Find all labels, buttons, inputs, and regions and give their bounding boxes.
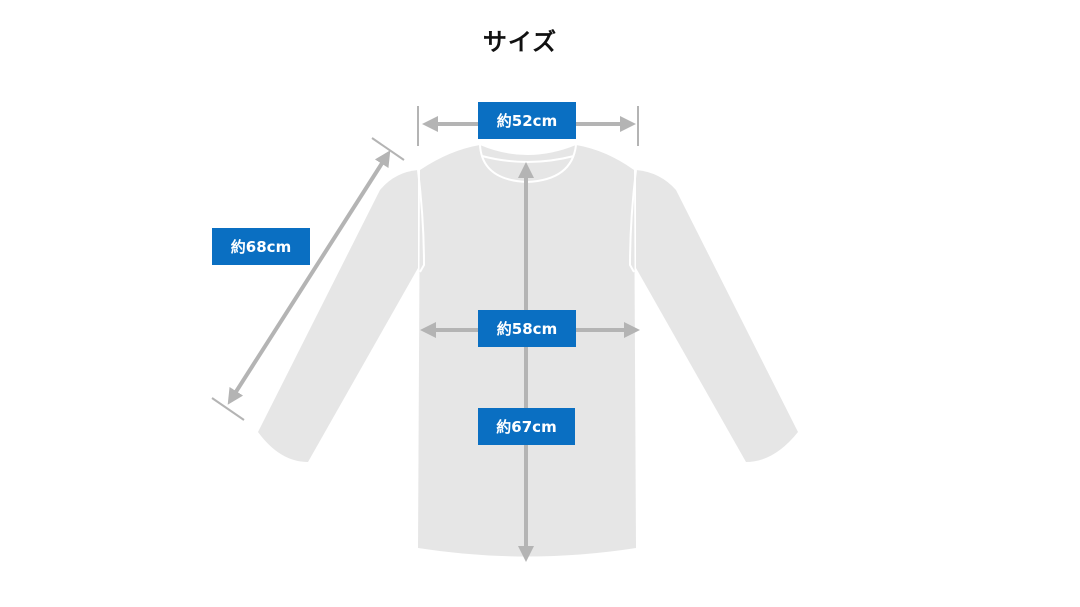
body-length-label: 約67cm: [478, 408, 575, 445]
shoulder-width-label: 約52cm: [478, 102, 576, 139]
left-sleeve: [258, 170, 418, 462]
body-width-label: 約58cm: [478, 310, 576, 347]
sleeve-length-arrow: [227, 150, 391, 405]
page-title: サイズ: [482, 28, 558, 56]
right-sleeve: [636, 170, 798, 462]
sleeve-length-label: 約68cm: [212, 228, 310, 265]
